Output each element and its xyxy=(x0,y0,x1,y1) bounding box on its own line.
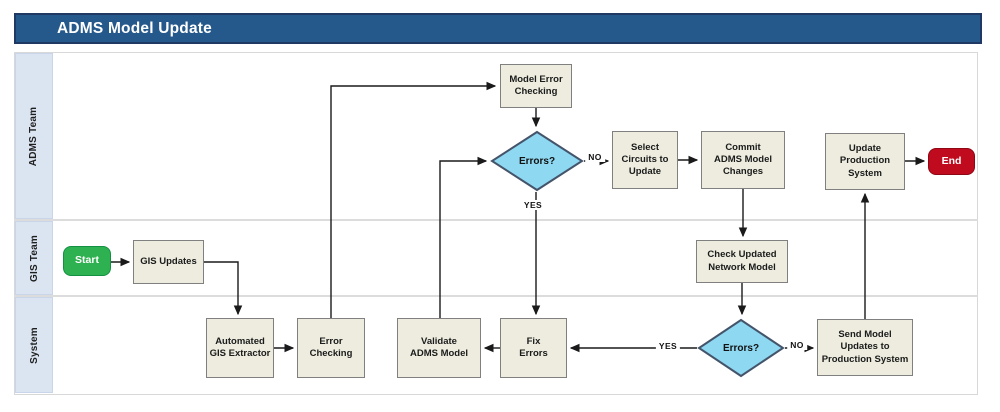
lane-label-text: GIS Team xyxy=(28,234,40,282)
node-label-line: Validate xyxy=(421,335,457,347)
edge-label-yes: YES xyxy=(655,341,681,351)
node-label-line: GIS Extractor xyxy=(209,348,271,359)
node-update-production-system: Update Production System xyxy=(825,133,905,190)
node-label-line: ADMS Model xyxy=(713,153,773,165)
lane-label-gis-team: GIS Team xyxy=(15,221,53,295)
node-label-line: Checking xyxy=(309,348,353,359)
node-error-checking: Error Checking xyxy=(297,318,365,378)
node-label-line: Production System xyxy=(821,353,909,365)
node-label-line: Model Error xyxy=(509,73,563,85)
lane-label-text: System xyxy=(28,326,40,364)
node-label-line: Circuits to xyxy=(621,153,669,165)
diagram-title-bar: ADMS Model Update xyxy=(14,13,982,44)
lane-divider xyxy=(14,295,978,297)
node-label-line: ADMS Model xyxy=(409,348,469,359)
edge-label-no: NO xyxy=(585,152,605,162)
node-label-line: Send Model xyxy=(838,329,892,341)
node-model-error-checking: Model Error Checking xyxy=(500,64,572,108)
page-title: ADMS Model Update xyxy=(57,19,212,37)
node-select-circuits: Select Circuits to Update xyxy=(612,131,678,189)
lane-divider xyxy=(14,219,978,221)
node-label-line: Update xyxy=(628,166,662,178)
node-send-model-updates: Send Model Updates to Production System xyxy=(817,319,913,376)
node-label-line: Fix xyxy=(526,335,541,347)
node-end: End xyxy=(928,148,975,175)
node-label-line: Start xyxy=(75,254,99,267)
edge-label-yes: YES xyxy=(520,200,546,210)
node-fix-errors: Fix Errors xyxy=(500,318,567,378)
diamond-shape xyxy=(697,318,785,378)
node-label-line: Production xyxy=(839,155,891,167)
node-errors-decision-adms: Errors? xyxy=(490,130,584,192)
lane-label-system: System xyxy=(15,297,53,393)
node-label-line: Network Model xyxy=(708,261,776,273)
node-errors-decision-system: Errors? xyxy=(697,318,785,378)
lane-label-adms-team: ADMS Team xyxy=(15,53,53,219)
node-label-line: Checking xyxy=(514,86,558,97)
node-label-line: Check Updated xyxy=(707,249,777,261)
node-check-updated-network-model: Check Updated Network Model xyxy=(696,240,788,283)
node-label-line: Error xyxy=(319,335,343,347)
node-label-line: Commit xyxy=(725,141,761,153)
node-label-line: GIS Updates xyxy=(140,255,197,267)
node-automated-gis-extractor: Automated GIS Extractor xyxy=(206,318,274,378)
edge-label-no: NO xyxy=(787,340,807,350)
node-label-line: Automated xyxy=(215,335,265,347)
node-label-line: Errors? xyxy=(722,342,760,354)
node-label-line: Update xyxy=(848,143,882,155)
node-commit-adms-model-changes: Commit ADMS Model Changes xyxy=(701,131,785,189)
node-label-line: Select xyxy=(631,141,659,153)
node-gis-updates: GIS Updates xyxy=(133,240,204,284)
node-label-line: Errors xyxy=(519,348,548,359)
node-label-line: Updates to xyxy=(840,341,890,353)
diamond-shape xyxy=(490,130,584,192)
node-label-line: Errors? xyxy=(518,155,556,167)
node-label-line: End xyxy=(941,154,962,167)
node-label-line: Changes xyxy=(722,166,764,178)
node-label-line: System xyxy=(848,167,882,179)
node-validate-adms-model: Validate ADMS Model xyxy=(397,318,481,378)
lane-label-text: ADMS Team xyxy=(28,106,40,166)
node-start: Start xyxy=(63,246,111,276)
